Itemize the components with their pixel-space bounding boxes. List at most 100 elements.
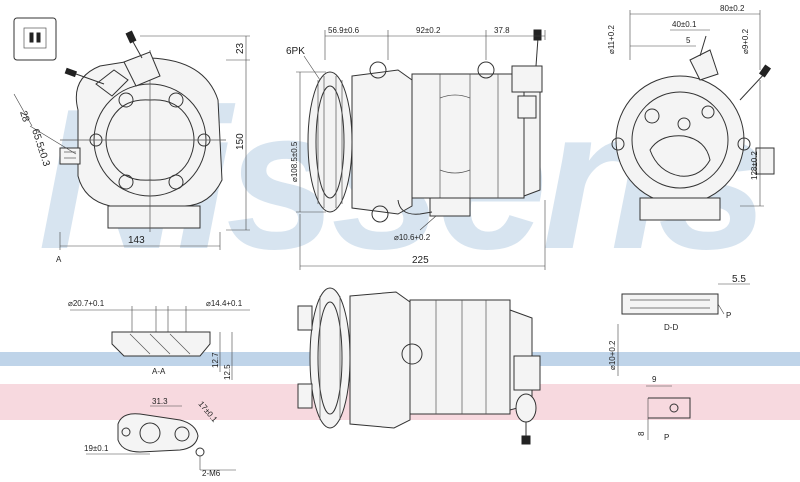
dim-10: ⌀10+0.2 [608,340,617,370]
rear-side-stud [739,71,767,101]
b-pulley-inner [317,301,343,415]
p1-leader [717,303,725,315]
rear-inner-circle [631,91,729,189]
rear-port-2 [701,105,715,119]
rear-view: 80±0.2 40±0.1 5 ⌀11+0.2 ⌀9+0.2 128±0.2 [607,4,775,221]
flange-thread-hole [195,447,205,457]
rear-cover-profile [649,135,711,177]
rear-center-bolt [677,117,691,131]
side-cable [397,199,433,215]
side-valve-block [511,65,543,93]
side-valve-stud [535,37,539,67]
dim-65-line [29,125,77,155]
dim-31-3-text: 31.3 [152,397,168,406]
dim-150: 150 [235,133,246,150]
flange-hole-small [174,426,190,442]
section-a-a-label: A-A [152,367,166,376]
rear-foot [639,197,721,221]
dim-56-9: 56.9±0.6 [328,26,360,35]
side-front-housing [351,69,413,215]
point-p-label: P [726,311,731,320]
side-ear-bottom [371,205,389,223]
dim-37-8: 37.8 [494,26,510,35]
b-main-body [409,299,511,415]
flange-bolt-hole [121,427,131,437]
dim-92: 92±0.2 [416,26,441,35]
section-d-d: 5.5 P D-D ⌀10+0.2 [608,274,750,376]
b-clutch-tab-top [297,305,313,331]
front-bolt-2 [168,92,184,108]
dim-40: 40±0.1 [672,20,697,29]
side-main-body [411,73,525,199]
dim-14-4: ⌀14.4+0.1 [206,299,243,308]
b-fitting [515,393,537,423]
front-view: 143 150 23 28 65.5±0.3 A [13,17,250,264]
rear-fitting [689,49,719,81]
bottom-side-view [297,287,541,445]
dim-9: ⌀9+0.2 [741,28,750,54]
side-valve-stud-tip [533,29,542,41]
b-valve-block [513,355,541,391]
section-d-d-profile [621,293,719,315]
dim-12-5: 12.5 [223,364,232,380]
section-d-d-label: D-D [664,323,678,332]
detail-p-profile [648,397,691,419]
b-front-housing [349,291,411,429]
belt-leader [303,55,321,81]
b-pulley-outer [309,287,351,429]
point-p2-label: P [664,433,669,442]
thread-label: 2-M6 [202,469,221,478]
dim-19: 19±0.1 [84,444,109,453]
b-stud-tip [521,435,531,445]
pulley-outer [307,71,353,213]
detail-p: 9 8 P [637,375,691,442]
dim-80: 80±0.2 [720,4,745,13]
dim-225: 225 [412,255,429,266]
front-bolt-1 [118,92,134,108]
detail-p-hole [669,403,679,413]
dim-10-6: ⌀10.6+0.2 [394,233,431,242]
rear-fitting-stud [699,35,707,57]
side-view: 56.9±0.6 92±0.2 37.8 6PK ⌀108.5±0.5 ⌀10.… [286,26,546,270]
b-port [401,343,423,365]
connector-pin-2 [36,32,41,43]
front-bolt-4 [168,174,184,190]
front-fitting-left [95,69,129,97]
front-stud-left [75,73,105,85]
side-contour [439,94,471,174]
dim-5: 5 [686,36,691,45]
rear-port-1 [644,108,660,124]
connector-detail-box [13,17,57,61]
rear-electrical-connector [755,147,775,175]
belt-label: 6PK [286,46,305,57]
section-hatch [129,333,191,355]
front-fitting-right [123,51,161,87]
flange-hole-large [139,422,161,444]
section-a-a-profile [111,331,211,357]
front-stud-tip-right [125,30,137,44]
pulley-inner [315,85,345,199]
rear-ear-right [737,137,751,151]
side-ear-top [369,61,387,79]
view-a-label: A [56,255,62,264]
dim-143: 143 [128,235,145,246]
rear-housing-circle [615,75,745,205]
dim-11: ⌀11+0.2 [607,25,616,54]
dim-28-line [13,93,33,127]
side-electrical-connector [517,95,537,119]
dim-5-5: 5.5 [732,274,746,285]
dim-128: 128±0.2 [750,151,759,180]
side-ear-rear [477,61,495,79]
rear-side-stud-tip [758,64,772,78]
front-bolt-3 [118,174,134,190]
front-stud-tip-left [64,67,78,78]
connector-pin-1 [29,32,34,43]
mounting-foot [107,205,201,229]
dim-9b: 9 [652,375,657,384]
dim-20-7: ⌀20.7+0.1 [68,299,105,308]
flange-plate [117,413,199,453]
dim-28: 28 [17,110,31,124]
dim-108-5: ⌀108.5±0.5 [290,141,299,182]
